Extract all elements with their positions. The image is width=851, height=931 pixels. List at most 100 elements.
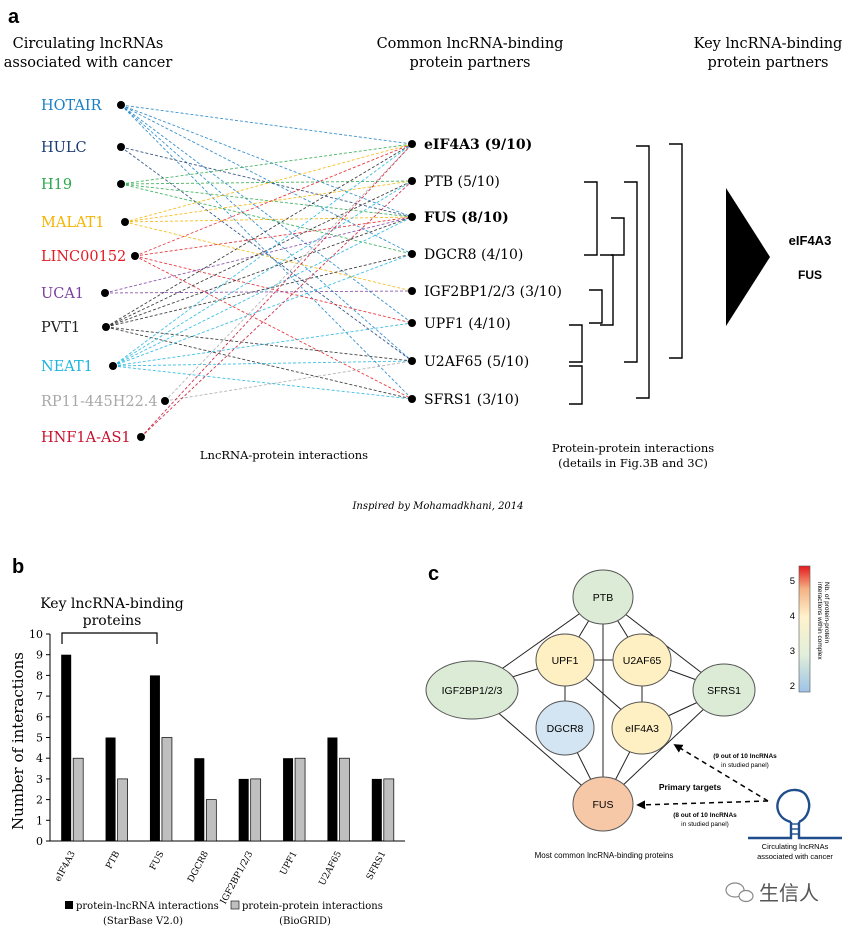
y-axis-label: Number of interactions bbox=[9, 652, 27, 830]
y-tick-label: 6 bbox=[36, 711, 43, 724]
lncrna-protein-interaction-lines bbox=[104, 104, 413, 438]
lncrna-protein-caption: LncRNA-protein interactions bbox=[200, 448, 368, 462]
lncrna-caption-line1: Circulating lncRNAs bbox=[762, 842, 829, 851]
y-tick-label: 8 bbox=[36, 669, 43, 682]
ppi-node-u2af65 bbox=[612, 633, 672, 687]
ppi-node-label-dgcr8: DGCR8 bbox=[547, 723, 584, 735]
interaction-line-hnf1a-eif4a3 bbox=[140, 143, 413, 438]
note-eif4a3-line2: in studied panel) bbox=[721, 762, 769, 769]
interaction-line-linc00152-fus bbox=[134, 216, 413, 257]
ppi-node-label-upf1: UPF1 bbox=[552, 655, 579, 667]
key-protein-column-title-line2: protein partners bbox=[708, 55, 829, 71]
note-eif4a3-line1: (9 out of 10 lncRNAs bbox=[713, 753, 777, 760]
x-tick-label: U2AF65 bbox=[318, 849, 345, 887]
ppi-node-label-igf2bp: IGF2BP1/2/3 bbox=[442, 685, 503, 697]
interaction-line-hotair-u2af65 bbox=[120, 104, 413, 362]
protein-node-upf1 bbox=[408, 319, 416, 327]
protein-label-sfrs1: SFRS1 (3/10) bbox=[424, 392, 519, 408]
y-tick-label: 4 bbox=[36, 752, 43, 765]
interaction-line-neat1-ptb bbox=[112, 180, 413, 367]
bar-ppi-dgcr8 bbox=[205, 799, 217, 842]
interaction-line-neat1-fus bbox=[112, 216, 413, 367]
bracket-ptb-dgcr8 bbox=[584, 181, 598, 256]
lncrna-label-rp11: RP11-445H22.4 bbox=[41, 394, 158, 410]
panel-a: a Circulating lncRNAs associated with ca… bbox=[4, 6, 843, 512]
interaction-line-hnf1a-ptb bbox=[140, 180, 413, 438]
bracket-eif4a3-u2af65 bbox=[669, 143, 683, 359]
wechat-bubble-icon bbox=[725, 882, 745, 898]
key-protein-fus: FUS bbox=[798, 268, 822, 282]
lncrna-node-malat1 bbox=[121, 218, 129, 226]
interaction-line-neat1-dgcr8 bbox=[112, 253, 413, 367]
wechat-watermark: 生信人 bbox=[725, 882, 819, 905]
y-tick-label: 2 bbox=[36, 794, 43, 807]
bracket-fus-dgcr8 bbox=[611, 217, 625, 256]
ppi-node-igf2bp bbox=[425, 660, 519, 720]
ppi-node-label-eif4a3: eIF4A3 bbox=[625, 723, 659, 735]
y-tick-label: 3 bbox=[36, 773, 43, 786]
interaction-line-malat1-fus bbox=[124, 216, 413, 223]
lncrna-node-pvt1 bbox=[102, 323, 110, 331]
x-tick-label: PTB bbox=[105, 849, 123, 871]
x-tick-label: IGF2BP1/2/3 bbox=[219, 849, 255, 906]
bar-lnc-igf2bp123 bbox=[238, 778, 249, 841]
interaction-line-neat1-upf1 bbox=[112, 322, 413, 367]
protein-label-ptb: PTB (5/10) bbox=[424, 174, 500, 190]
lncrna-list: HOTAIRHULCH19MALAT1LINC00152UCA1PVT1NEAT… bbox=[41, 98, 169, 446]
lncrna-label-hulc: HULC bbox=[41, 140, 87, 156]
chart-annotation-line2: proteins bbox=[83, 613, 142, 629]
protein-label-dgcr8: DGCR8 (4/10) bbox=[424, 247, 523, 263]
colorbar-tick-label: 5 bbox=[790, 576, 795, 587]
bracket-ptb-u2af65 bbox=[624, 181, 638, 363]
interaction-line-linc00152-sfrs1 bbox=[134, 255, 413, 400]
colorbar-tick-label: 3 bbox=[790, 646, 795, 657]
bar-ppi-eif4a3 bbox=[72, 757, 84, 842]
ppi-node-label-ptb: PTB bbox=[593, 592, 613, 604]
colorbar-tick-label: 2 bbox=[790, 681, 795, 692]
lncrna-node-rp11 bbox=[161, 397, 169, 405]
protein-label-eif4a3: eIF4A3 (9/10) bbox=[424, 137, 532, 153]
panel-b-letter: b bbox=[12, 556, 24, 578]
ppi-node-dgcr8 bbox=[535, 700, 595, 756]
x-tick-label: FUS bbox=[148, 850, 166, 872]
protein-node-dgcr8 bbox=[408, 250, 416, 258]
interaction-line-hotair-fus bbox=[120, 104, 413, 218]
arrow-to-eif4a3 bbox=[673, 744, 769, 802]
protein-node-fus bbox=[408, 213, 416, 221]
lncrna-label-neat1: NEAT1 bbox=[41, 359, 93, 375]
interaction-line-hulc-fus bbox=[120, 146, 413, 218]
bar-lnc-fus bbox=[149, 675, 160, 841]
x-tick-label: eIF4A3 bbox=[53, 849, 77, 883]
lncrna-node-hulc bbox=[117, 143, 125, 151]
bar-ppi-fus bbox=[161, 737, 173, 842]
lncrna-node-linc00152 bbox=[131, 252, 139, 260]
bar-lnc-sfrs1 bbox=[371, 778, 382, 841]
lncrna-caption-line2: associated with cancer bbox=[757, 852, 833, 861]
y-tick-label: 0 bbox=[36, 835, 43, 848]
bar-lnc-u2af65 bbox=[327, 737, 338, 841]
lncrna-label-h19: H19 bbox=[41, 177, 72, 193]
interaction-line-pvt1-fus bbox=[105, 216, 413, 328]
lncrna-label-hnf1a: HNF1A-AS1 bbox=[41, 430, 131, 446]
panel-c-letter: c bbox=[428, 563, 439, 585]
ppi-node-label-sfrs1: SFRS1 bbox=[707, 685, 741, 697]
interaction-line-hotair-upf1 bbox=[120, 104, 413, 324]
interaction-line-hotair-eif4a3 bbox=[120, 104, 413, 145]
bar-lnc-dgcr8 bbox=[194, 758, 205, 841]
bar-ppi-sfrs1 bbox=[383, 778, 395, 842]
x-tick-label: SFRS1 bbox=[365, 850, 388, 882]
protein-label-upf1: UPF1 (4/10) bbox=[424, 316, 511, 332]
legend-swatch-ppi bbox=[230, 900, 240, 910]
ppi-node-fus bbox=[572, 776, 634, 832]
lncrna-node-neat1 bbox=[109, 362, 117, 370]
lncrna-label-pvt1: PVT1 bbox=[41, 320, 80, 336]
legend-label-lnc: protein-lncRNA interactions bbox=[76, 901, 219, 912]
colorbar bbox=[798, 565, 811, 693]
ppi-caption-line2: (details in Fig.3B and 3C) bbox=[558, 456, 708, 470]
interaction-line-h19-eif4a3 bbox=[120, 143, 413, 185]
interaction-line-h19-dgcr8 bbox=[120, 183, 413, 255]
